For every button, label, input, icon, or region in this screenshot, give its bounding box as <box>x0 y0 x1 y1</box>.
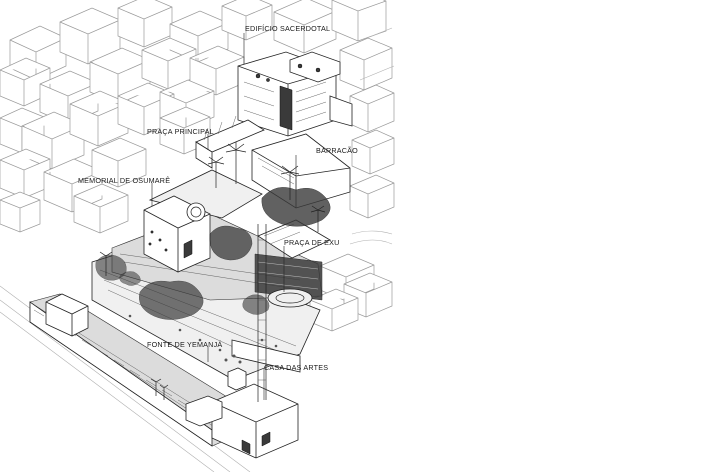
label-text-barracao: BARRACÃO <box>316 146 358 155</box>
label-praca-de-exu: PRAÇA DE EXU <box>283 238 340 292</box>
vegetation <box>95 142 331 400</box>
label-text-casa-das-artes: CASA DAS ARTES <box>264 363 328 372</box>
label-casa-das-artes: CASA DAS ARTES <box>263 363 328 400</box>
label-text-praca-de-exu: PRAÇA DE EXU <box>284 238 340 247</box>
site-buildings <box>45 51 353 459</box>
label-text-memorial-de-osumare: MEMORIAL DE OSUMARÊ <box>78 176 170 185</box>
label-memorial-de-osumare: MEMORIAL DE OSUMARÊ <box>78 176 170 206</box>
label-edificio-sacerdotal: EDIFÍCIO SACERDOTAL <box>243 24 330 64</box>
label-text-fonte-de-yemanja: FONTE DE YEMANJÁ <box>147 340 222 349</box>
label-praca-principal: PRAÇA PRINCIPAL <box>147 127 214 150</box>
label-text-edificio-sacerdotal: EDIFÍCIO SACERDOTAL <box>245 24 330 33</box>
central-path <box>257 224 267 402</box>
label-fonte-de-yemanja: FONTE DE YEMANJÁ <box>147 340 222 362</box>
label-barracao: BARRACÃO <box>295 146 358 176</box>
label-text-praca-principal: PRAÇA PRINCIPAL <box>147 127 214 136</box>
